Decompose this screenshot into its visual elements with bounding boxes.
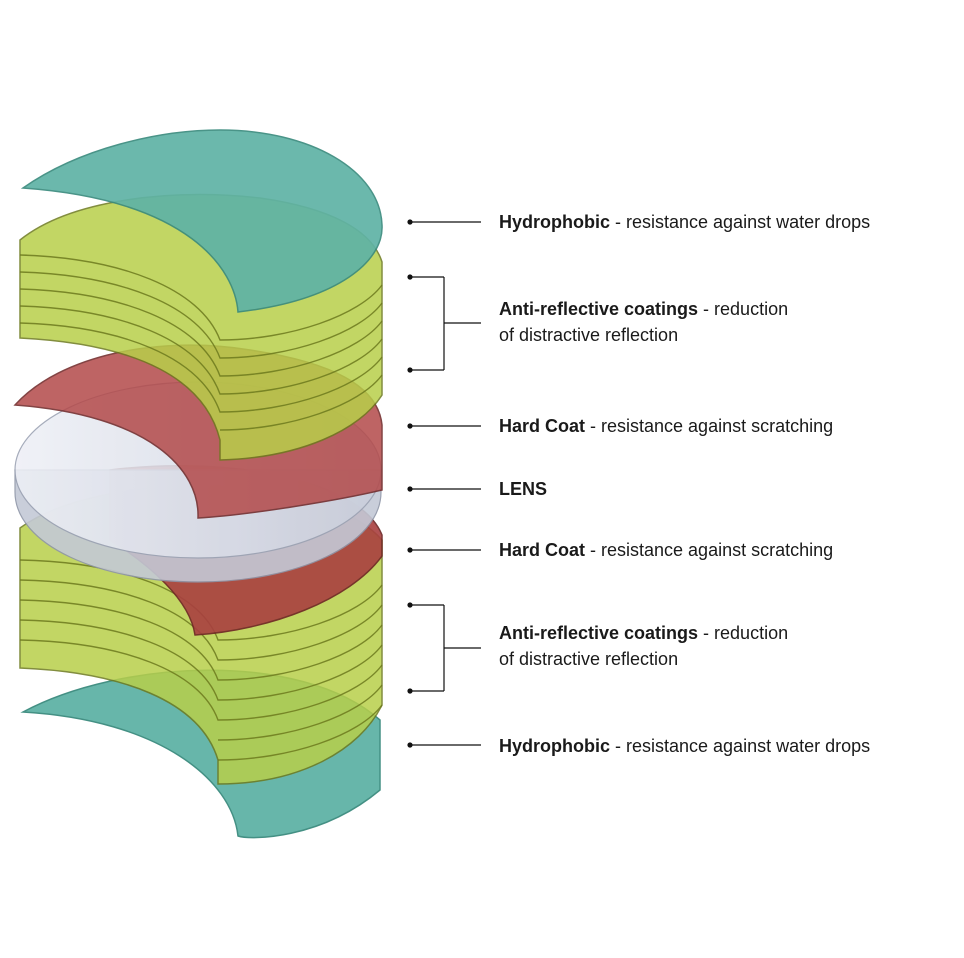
label-term: Anti-reflective coatings <box>499 623 699 643</box>
callout-hydrophobic-bottom <box>407 742 481 748</box>
callout-ar-top-bracket <box>407 274 481 373</box>
label-term: Hydrophobic <box>499 736 610 756</box>
label-term: Anti-reflective coatings <box>499 299 699 319</box>
callout-ar-bottom-bracket <box>407 602 481 694</box>
label-desc-line2: of distractive reflection <box>499 325 679 345</box>
label-lens: LENS <box>499 476 547 502</box>
label-desc-line2: of distractive reflection <box>499 649 679 669</box>
label-desc: - reduction <box>698 299 789 319</box>
callout-hardcoat-bottom <box>407 547 481 553</box>
callout-hardcoat-top <box>407 423 481 429</box>
label-term: Hydrophobic <box>499 212 610 232</box>
hydrophobic-layer-top <box>20 129 383 313</box>
label-desc: - resistance against water drops <box>610 212 871 232</box>
callout-hydrophobic-top <box>407 219 481 225</box>
label-desc: - reduction <box>698 623 789 643</box>
label-desc: - resistance against scratching <box>585 540 834 560</box>
label-desc: - resistance against water drops <box>610 736 871 756</box>
callout-lens <box>407 486 481 492</box>
callout-lines <box>407 219 481 748</box>
label-hardcoat-bottom: Hard Coat - resistance against scratchin… <box>499 537 833 563</box>
label-hydrophobic-bottom: Hydrophobic - resistance against water d… <box>499 733 870 759</box>
label-term: Hard Coat <box>499 416 586 436</box>
label-ar-bottom: Anti-reflective coatings - reduction of … <box>499 620 788 672</box>
label-hydrophobic-top: Hydrophobic - resistance against water d… <box>499 209 870 235</box>
label-term: LENS <box>499 479 548 499</box>
label-hardcoat-top: Hard Coat - resistance against scratchin… <box>499 413 833 439</box>
label-desc: - resistance against scratching <box>585 416 834 436</box>
label-ar-top: Anti-reflective coatings - reduction of … <box>499 296 788 348</box>
label-term: Hard Coat <box>499 540 586 560</box>
